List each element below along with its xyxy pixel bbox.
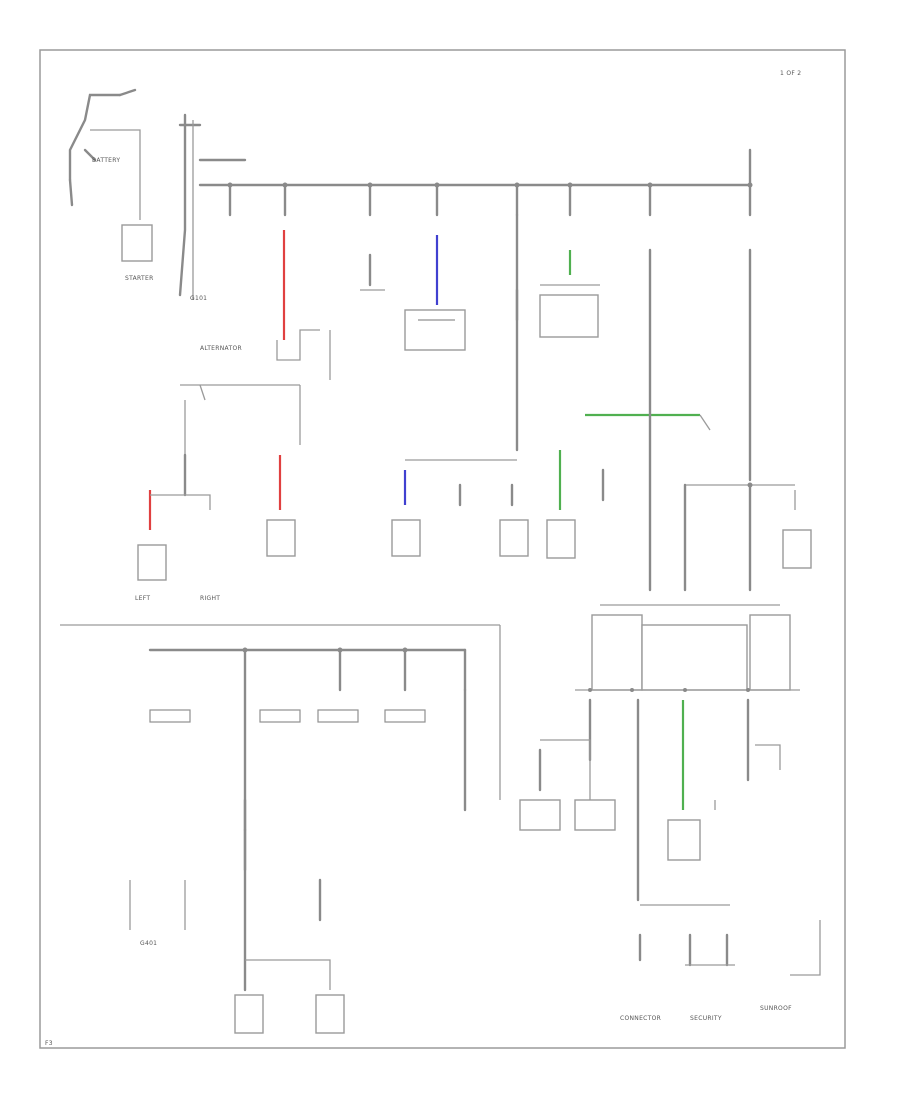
svg-text:SUNROOF: SUNROOF	[760, 1005, 792, 1012]
svg-text:G101: G101	[190, 295, 207, 302]
svg-text:G401: G401	[140, 940, 157, 947]
bus-drops	[227, 182, 753, 217]
battery-starter-section: BATTERY STARTER G101	[68, 88, 247, 302]
lower-left-section: G401	[60, 624, 501, 1034]
diagram-frame	[39, 49, 846, 1049]
svg-text:CONNECTOR: CONNECTOR	[620, 1015, 661, 1022]
lower-right-circuits: CONNECTOR SECURITY SUNROOF	[519, 698, 821, 1022]
circuit-center	[391, 213, 529, 557]
svg-text:SECURITY: SECURITY	[690, 1015, 722, 1022]
svg-text:STARTER: STARTER	[125, 275, 154, 282]
circuit-alternator: ALTERNATOR LEFT RIGHT	[135, 230, 320, 602]
page-number: 1 OF 2	[780, 70, 801, 77]
circuit-horn	[329, 253, 385, 380]
circuit-right	[648, 248, 812, 592]
svg-text:LEFT: LEFT	[135, 595, 150, 602]
circuit-fan	[539, 250, 711, 559]
svg-text:BATTERY: BATTERY	[92, 157, 120, 164]
svg-text:RIGHT: RIGHT	[200, 595, 220, 602]
circuit-blower	[404, 235, 466, 351]
under-dash-fuse-box	[575, 604, 800, 692]
footer-code: F3	[45, 1040, 53, 1047]
svg-text:ALTERNATOR: ALTERNATOR	[200, 345, 242, 352]
